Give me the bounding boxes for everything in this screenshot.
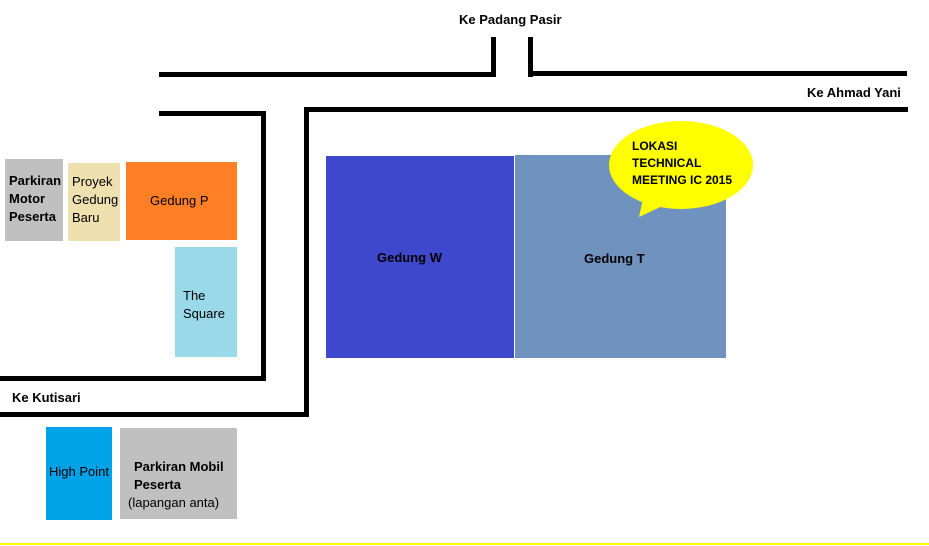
road-north-left-vertical (491, 37, 496, 77)
gedung-p-block: Gedung P (126, 162, 237, 240)
the-square-label-line2: Square (183, 306, 225, 321)
parkiran-motor-label-line2: Motor (9, 191, 46, 206)
gedung-t-label: Gedung T (584, 251, 645, 266)
proyek-label-line2: Gedung (72, 192, 119, 207)
road-inner-bottom-horizontal (0, 376, 266, 381)
parkiran-mobil-label-line2: Peserta (134, 477, 181, 492)
road-inner-top-horizontal (159, 111, 266, 116)
proyek-label-line3: Baru (72, 210, 100, 225)
callout-pointer (639, 190, 671, 217)
gedung-w-label: Gedung W (377, 250, 442, 265)
road-outer-top-horizontal (304, 107, 908, 112)
gedung-w-block: Gedung W (326, 156, 514, 358)
road-label-ahmad-yani: Ke Ahmad Yani (807, 85, 901, 100)
proyek-label-line1: Proyek (72, 174, 113, 189)
high-point-block: High Point (46, 427, 112, 520)
parkiran-mobil-block: Parkiran Mobil Peserta (lapangan anta) (120, 428, 237, 519)
road-north-left-horizontal (159, 72, 496, 77)
road-label-kutisari: Ke Kutisari (12, 390, 81, 405)
parkiran-motor-label-line1: Parkiran (9, 173, 62, 188)
the-square-block: The Square (175, 247, 237, 357)
road-outer-vertical (304, 107, 309, 417)
road-north-right-vertical (528, 37, 533, 77)
parkiran-mobil-label-line1: Parkiran Mobil (134, 459, 224, 474)
proyek-gedung-baru-block: Proyek Gedung Baru (68, 163, 120, 241)
parkiran-motor-block: Parkiran Motor Peserta (5, 159, 63, 241)
callout-line1: LOKASI (632, 139, 678, 153)
road-outer-bottom-horizontal (0, 412, 309, 417)
callout-ellipse (609, 121, 753, 209)
parkiran-motor-label-line3: Peserta (9, 209, 56, 224)
road-label-padang-pasir: Ke Padang Pasir (459, 12, 562, 27)
parkiran-mobil-label-line3: (lapangan anta) (128, 495, 220, 510)
road-inner-vertical (261, 111, 266, 381)
high-point-label: High Point (49, 464, 109, 479)
callout-line2: TECHNICAL (632, 156, 702, 170)
location-callout (609, 121, 753, 217)
the-square-label-line1: The (183, 288, 206, 303)
road-north-right-horizontal (528, 71, 907, 76)
bottom-yellow-line (0, 543, 929, 545)
callout-line3: MEETING IC 2015 (632, 173, 733, 187)
gedung-p-label: Gedung P (150, 193, 209, 208)
